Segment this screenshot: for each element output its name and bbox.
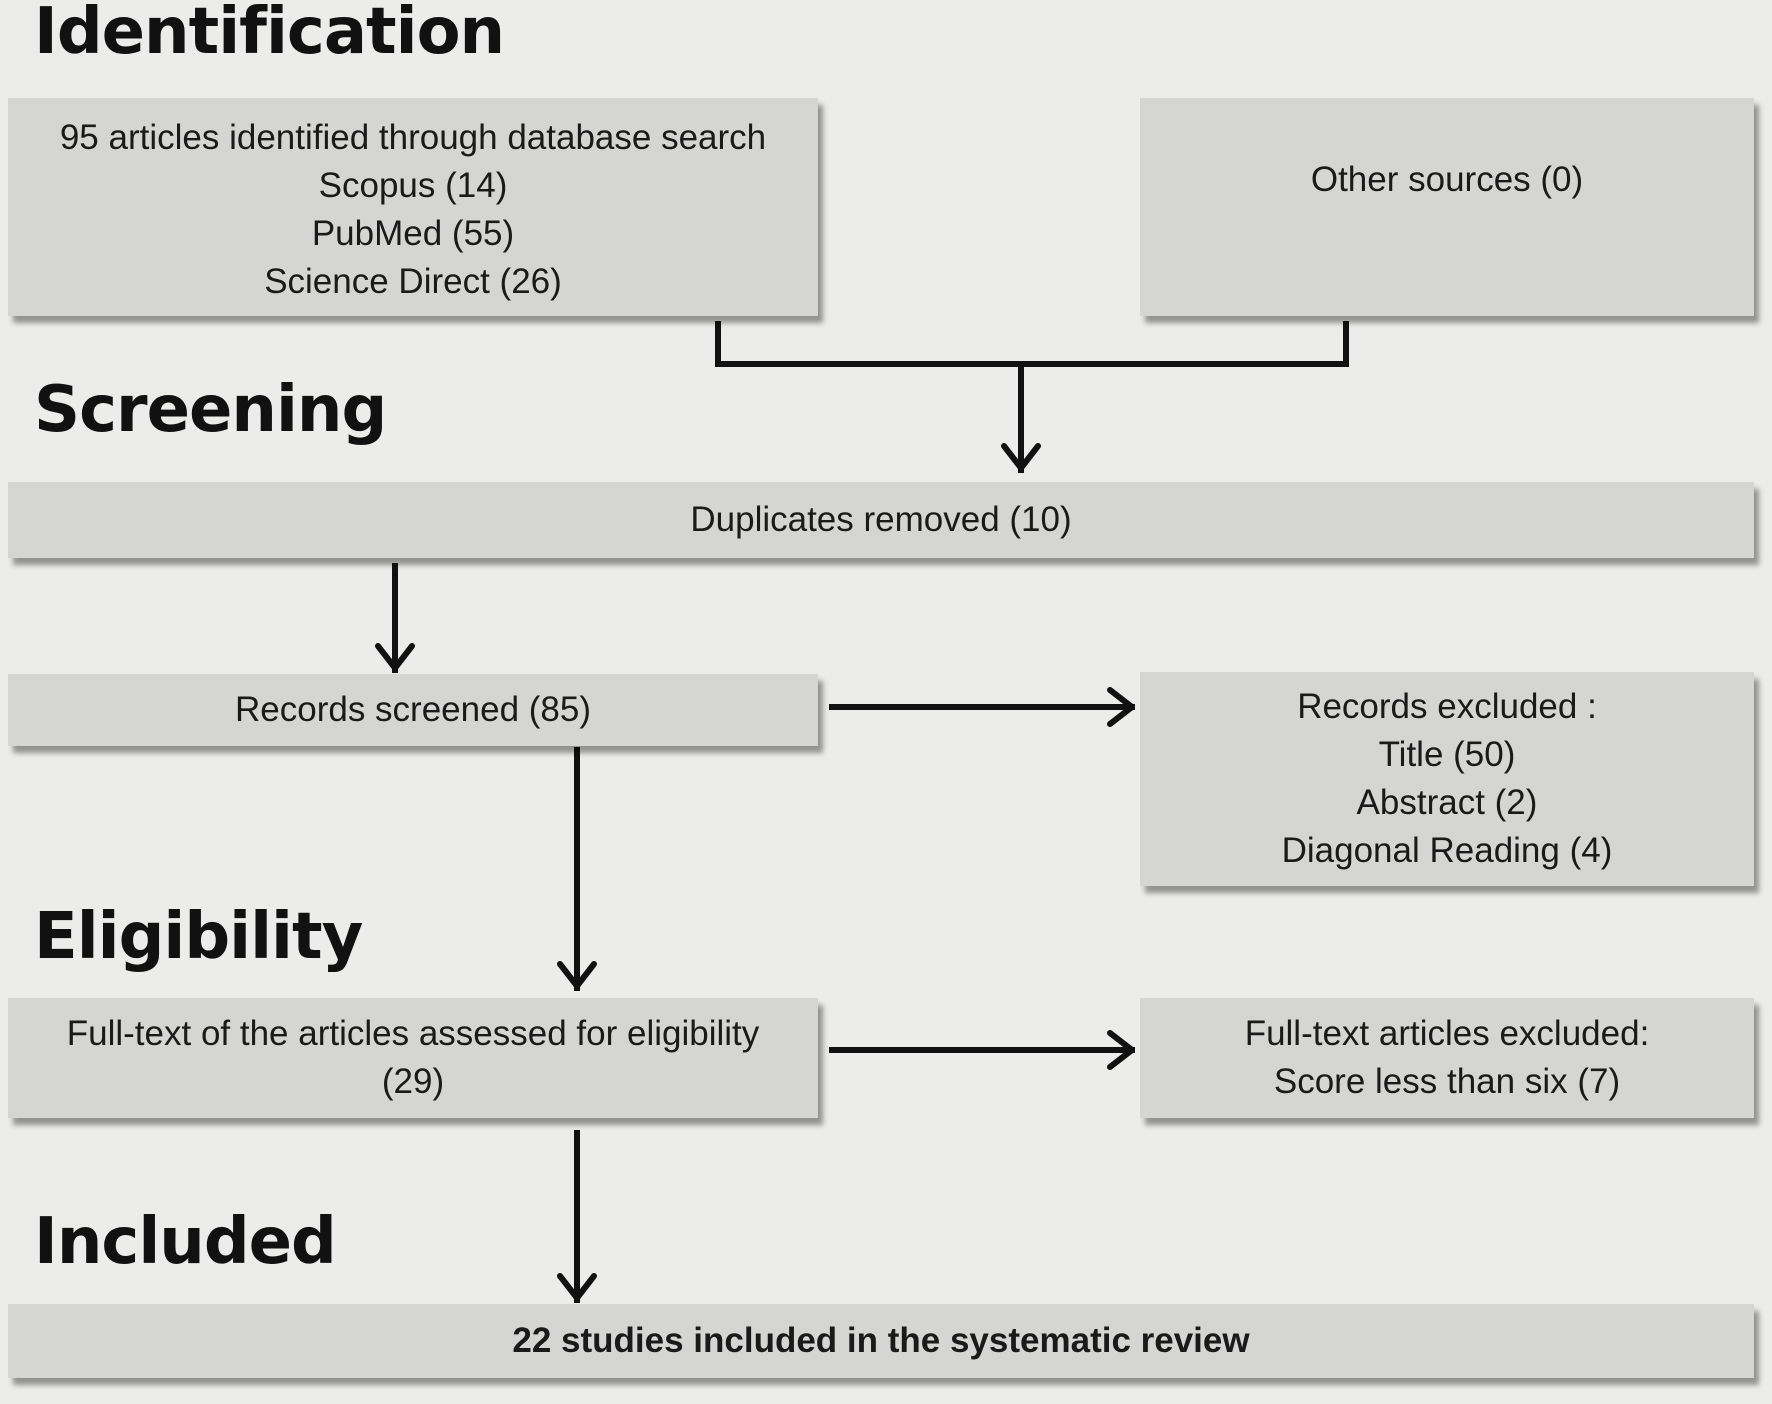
- database-search-box: 95 articles identified through database …: [8, 98, 818, 316]
- database-search-pubmed: PubMed (55): [311, 214, 515, 253]
- full-text-assessed-box: Full-text of the articles assessed for e…: [8, 998, 818, 1118]
- records-excluded-heading: Records excluded :: [1297, 687, 1597, 726]
- full-text-excluded-heading: Full-text articles excluded:: [1244, 1014, 1650, 1053]
- included-studies-label: 22 studies included in the systematic re…: [512, 1321, 1250, 1360]
- database-search-scopus: Scopus (14): [318, 166, 508, 205]
- records-excluded-title: Title (50): [1378, 735, 1516, 774]
- stage-heading-eligibility: Eligibility: [34, 900, 363, 974]
- stage-heading-included: Included: [34, 1205, 337, 1279]
- full-text-assessed-label: Full-text of the articles assessed for e…: [66, 1014, 760, 1053]
- stage-heading-screening: Screening: [34, 373, 387, 447]
- included-studies-box: 22 studies included in the systematic re…: [8, 1304, 1754, 1378]
- full-text-excluded-reason: Score less than six (7): [1273, 1062, 1621, 1101]
- database-search-total: 95 articles identified through database …: [59, 118, 767, 157]
- duplicates-removed-box: Duplicates removed (10): [8, 482, 1754, 558]
- records-excluded-box: Records excluded : Title (50) Abstract (…: [1140, 672, 1754, 886]
- records-screened-label: Records screened (85): [235, 690, 591, 729]
- records-screened-box: Records screened (85): [8, 674, 818, 746]
- merge-connector: [715, 321, 1349, 367]
- full-text-excluded-box: Full-text articles excluded: Score less …: [1140, 998, 1754, 1118]
- other-sources-box: Other sources (0): [1140, 98, 1754, 316]
- duplicates-removed-label: Duplicates removed (10): [690, 500, 1072, 539]
- other-sources-label: Other sources (0): [1310, 160, 1584, 199]
- full-text-assessed-count: (29): [381, 1062, 445, 1101]
- stage-heading-identification: Identification: [34, 0, 505, 69]
- records-excluded-abstract: Abstract (2): [1356, 783, 1538, 822]
- records-excluded-diagonal-reading: Diagonal Reading (4): [1281, 831, 1613, 870]
- database-search-science-direct: Science Direct (26): [264, 262, 562, 301]
